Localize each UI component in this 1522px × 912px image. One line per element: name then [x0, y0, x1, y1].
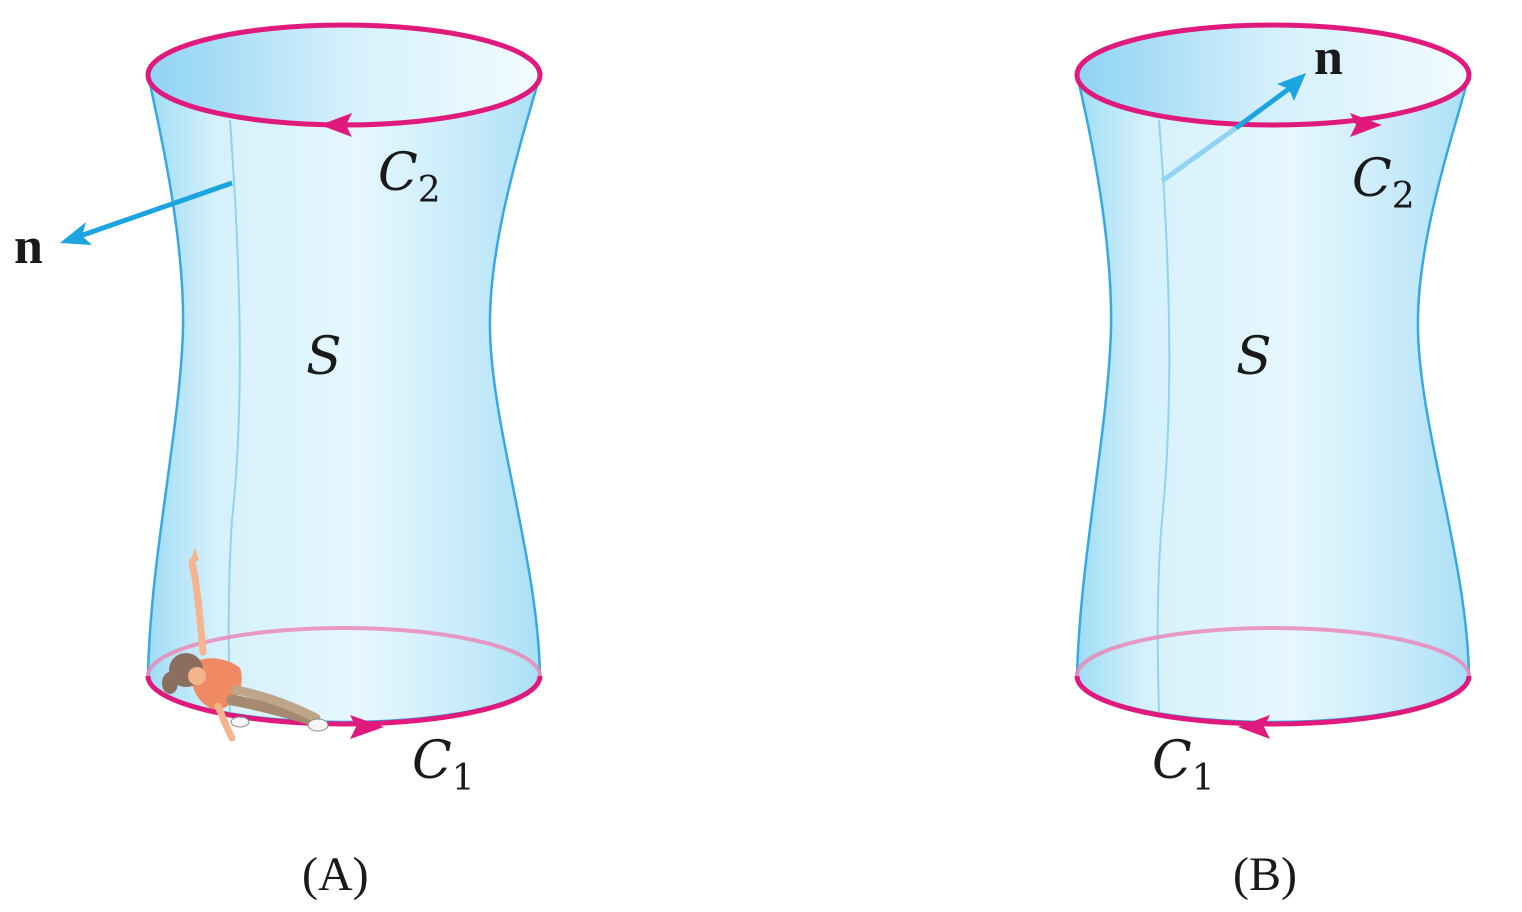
normal-vector-n: [79, 180, 233, 239]
curve-c1-front: [1074, 675, 1472, 727]
panel-a: S C2 C1 n (A): [14, 22, 543, 901]
curve-c1-back: [146, 626, 542, 677]
curve-c1-back: [1075, 626, 1471, 677]
normal-label-n: n: [1314, 29, 1343, 86]
panel-caption-a: (A): [302, 848, 369, 901]
surface-s-body: [1075, 73, 1471, 724]
panel-b: S C2 C1 n (B): [1074, 22, 1472, 901]
curve-c1-arrowhead: [1238, 715, 1270, 739]
normal-vector-n-hidden: [1160, 125, 1238, 184]
panel-caption-b: (B): [1233, 848, 1297, 901]
surface-s-body: [146, 73, 542, 724]
curve-label-c1: C1: [412, 731, 475, 799]
surface-seam-line: [1156, 119, 1171, 716]
surface-top-opening: [148, 25, 540, 125]
surface-label-s: S: [306, 327, 342, 387]
curve-label-c2: C2: [1352, 149, 1415, 217]
curve-label-c2: C2: [378, 143, 441, 211]
surface-label-s: S: [1236, 327, 1272, 387]
curve-c2: [1074, 22, 1472, 128]
curve-c1-front: [145, 675, 543, 727]
curve-c2-arrowhead: [1350, 113, 1382, 137]
curve-c2-arrowhead: [320, 113, 352, 137]
curve-label-c1: C1: [1152, 731, 1215, 799]
normal-label-n: n: [14, 218, 43, 275]
curve-c1-arrowhead: [350, 715, 384, 739]
surface-seam-line: [227, 119, 241, 716]
person-walking-icon: [162, 547, 329, 742]
normal-vector-arrowhead: [1277, 73, 1306, 101]
normal-vector-n: [1234, 85, 1292, 131]
surface-top-opening: [1077, 25, 1469, 125]
normal-vector-arrowhead: [60, 222, 92, 245]
